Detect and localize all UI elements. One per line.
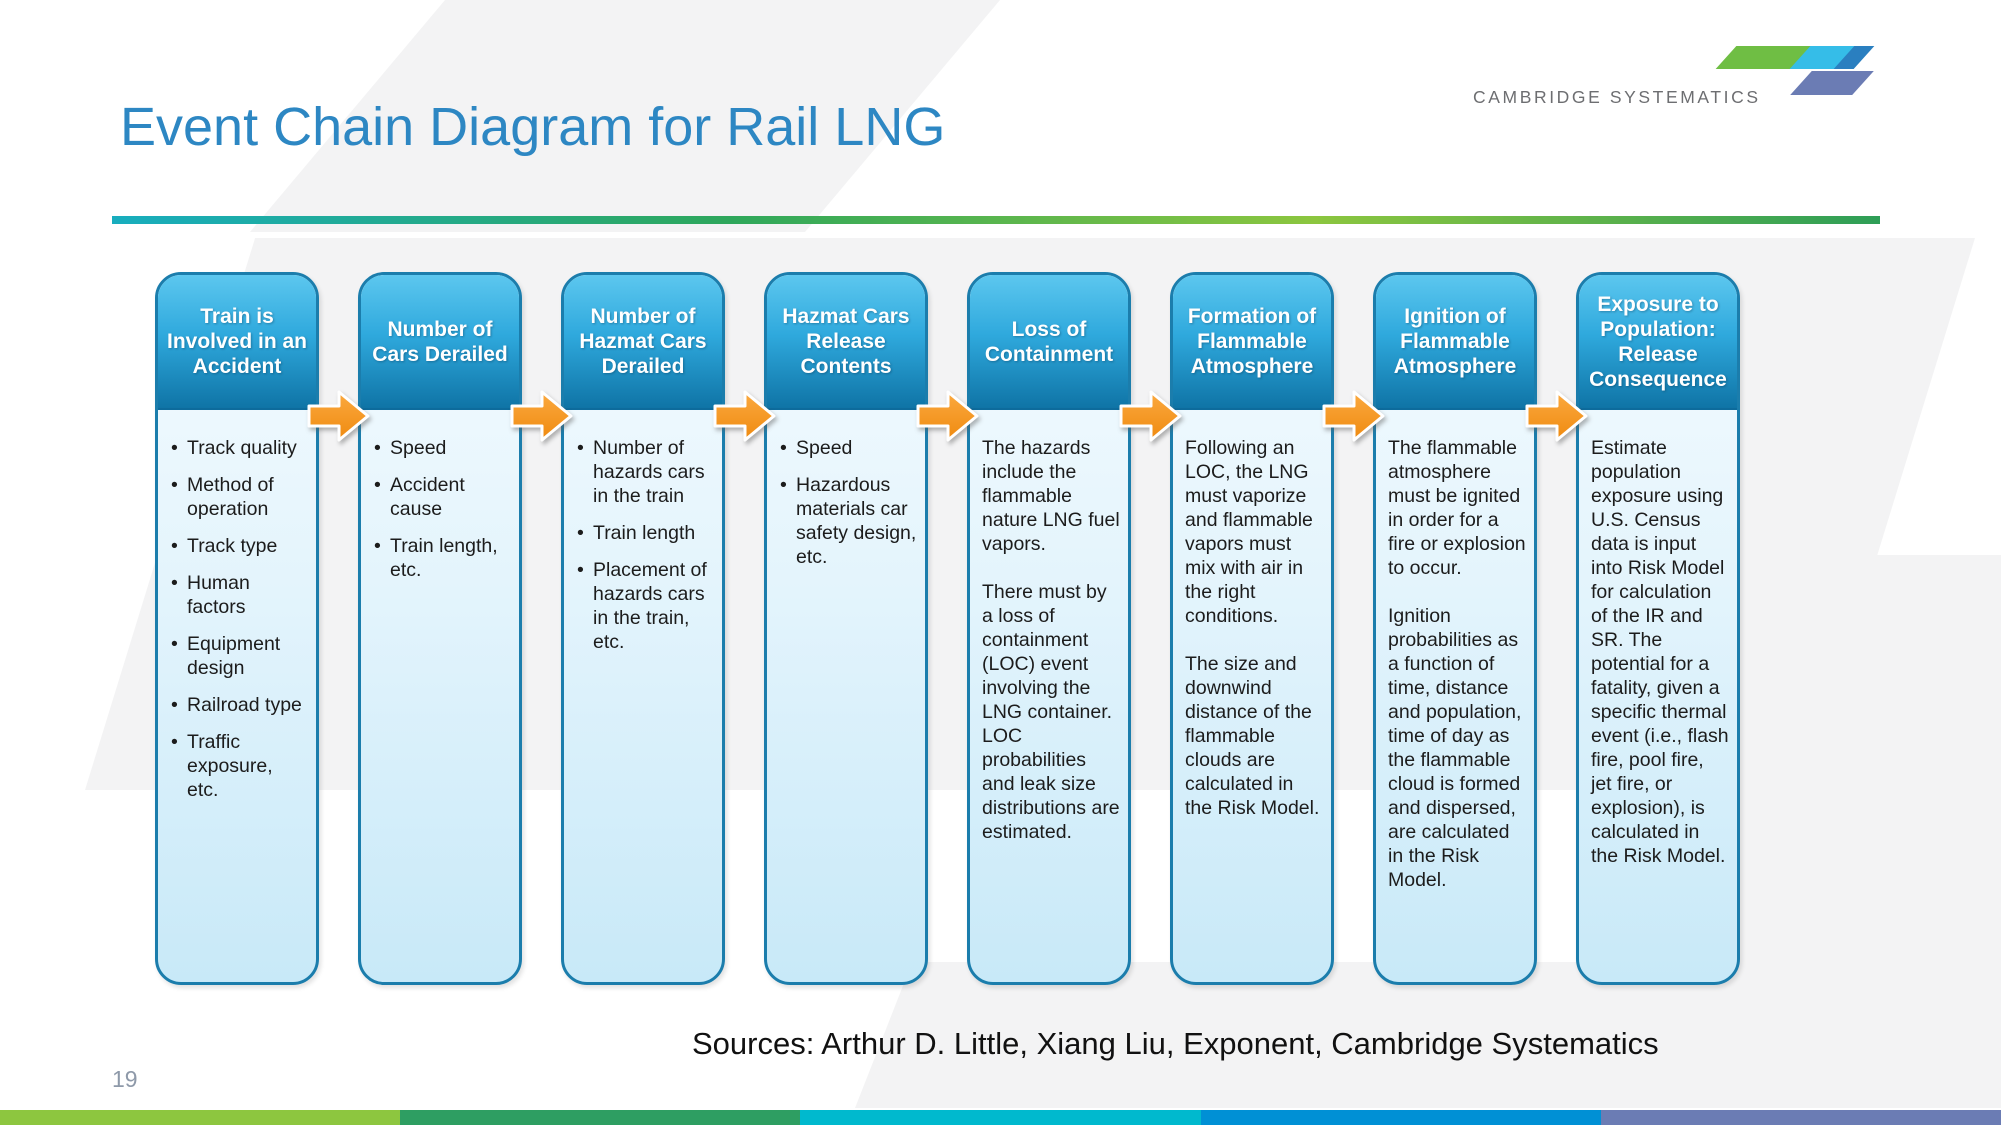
card-header: Number of Cars Derailed bbox=[361, 275, 519, 410]
footer-color-bar bbox=[0, 1110, 2001, 1125]
card-body: SpeedAccident causeTrain length, etc. bbox=[361, 410, 519, 982]
bullet-item: Railroad type bbox=[170, 693, 308, 717]
card-body: The hazards include the flammable nature… bbox=[970, 410, 1128, 982]
flow-arrow-icon bbox=[510, 390, 572, 442]
bullet-item: Method of operation bbox=[170, 473, 308, 521]
flow-arrow-icon bbox=[916, 390, 978, 442]
bullet-item: Placement of hazards cars in the train, … bbox=[576, 558, 714, 654]
bullet-list: SpeedHazardous materials car safety desi… bbox=[779, 436, 917, 569]
card-header: Number of Hazmat Cars Derailed bbox=[564, 275, 722, 410]
flow-arrow-icon bbox=[1525, 390, 1587, 442]
event-chain-card: Exposure to Population: Release Conseque… bbox=[1576, 272, 1740, 985]
event-chain-card: Train is Involved in an AccidentTrack qu… bbox=[155, 272, 319, 985]
event-chain-card: Number of Hazmat Cars DerailedNumber of … bbox=[561, 272, 725, 985]
logo-parallelogram-purple-icon bbox=[1790, 71, 1874, 95]
bullet-list: Track qualityMethod of operationTrack ty… bbox=[170, 436, 308, 802]
card-header: Hazmat Cars Release Contents bbox=[767, 275, 925, 410]
card-body: SpeedHazardous materials car safety desi… bbox=[767, 410, 925, 982]
footer-bar-segment bbox=[400, 1110, 801, 1125]
bullet-item: Train length bbox=[576, 521, 714, 545]
title-underline-rule bbox=[112, 216, 1880, 224]
bullet-item: Equipment design bbox=[170, 632, 308, 680]
card-header: Exposure to Population: Release Conseque… bbox=[1579, 275, 1737, 410]
body-paragraph: Following an LOC, the LNG must vaporize … bbox=[1185, 437, 1313, 627]
card-body: Number of hazards cars in the trainTrain… bbox=[564, 410, 722, 982]
event-chain-diagram: Train is Involved in an AccidentTrack qu… bbox=[155, 272, 1740, 985]
flow-arrow-icon bbox=[307, 390, 369, 442]
flow-arrow-icon bbox=[713, 390, 775, 442]
card-body: The flammable atmosphere must be ignited… bbox=[1376, 410, 1534, 982]
bullet-item: Traffic exposure, etc. bbox=[170, 730, 308, 802]
bullet-list: Number of hazards cars in the trainTrain… bbox=[576, 436, 714, 654]
card-body: Estimate population exposure using U.S. … bbox=[1579, 410, 1737, 982]
bullet-item: Accident cause bbox=[373, 473, 511, 521]
body-paragraph: The flammable atmosphere must be ignited… bbox=[1388, 437, 1526, 579]
footer-bar-segment bbox=[0, 1110, 401, 1125]
bullet-item: Track quality bbox=[170, 436, 308, 460]
logo-text: CAMBRIDGE SYSTEMATICS bbox=[1473, 87, 1761, 107]
card-header: Formation of Flammable Atmosphere bbox=[1173, 275, 1331, 410]
card-header: Ignition of Flammable Atmosphere bbox=[1376, 275, 1534, 410]
background-parallelogram bbox=[855, 962, 2001, 1108]
page-title: Event Chain Diagram for Rail LNG bbox=[120, 97, 946, 157]
bullet-item: Train length, etc. bbox=[373, 534, 511, 582]
body-paragraph: Estimate population exposure using U.S. … bbox=[1591, 437, 1729, 867]
body-paragraph: There must by a loss of containment (LOC… bbox=[982, 581, 1120, 843]
event-chain-card: Hazmat Cars Release ContentsSpeedHazardo… bbox=[764, 272, 928, 985]
card-header: Train is Involved in an Accident bbox=[158, 275, 316, 410]
footer-bar-segment bbox=[800, 1110, 1201, 1125]
card-body: Track qualityMethod of operationTrack ty… bbox=[158, 410, 316, 982]
bullet-item: Number of hazards cars in the train bbox=[576, 436, 714, 508]
body-paragraph: The size and downwind distance of the fl… bbox=[1185, 653, 1320, 819]
bullet-item: Hazardous materials car safety design, e… bbox=[779, 473, 917, 569]
bullet-item: Track type bbox=[170, 534, 308, 558]
card-body: Following an LOC, the LNG must vaporize … bbox=[1173, 410, 1331, 982]
event-chain-card: Number of Cars DerailedSpeedAccident cau… bbox=[358, 272, 522, 985]
bullet-item: Speed bbox=[373, 436, 511, 460]
bullet-list: SpeedAccident causeTrain length, etc. bbox=[373, 436, 511, 582]
footer-bar-segment bbox=[1200, 1110, 1601, 1125]
bullet-item: Human factors bbox=[170, 571, 308, 619]
bullet-item: Speed bbox=[779, 436, 917, 460]
card-header: Loss of Containment bbox=[970, 275, 1128, 410]
body-paragraph: Ignition probabilities as a function of … bbox=[1388, 605, 1522, 891]
body-paragraph: The hazards include the flammable nature… bbox=[982, 437, 1120, 555]
page-number: 19 bbox=[112, 1066, 138, 1092]
flow-arrow-icon bbox=[1119, 390, 1181, 442]
sources-text: Sources: Arthur D. Little, Xiang Liu, Ex… bbox=[692, 1026, 1659, 1061]
footer-bar-segment bbox=[1600, 1110, 2001, 1125]
flow-arrow-icon bbox=[1322, 390, 1384, 442]
